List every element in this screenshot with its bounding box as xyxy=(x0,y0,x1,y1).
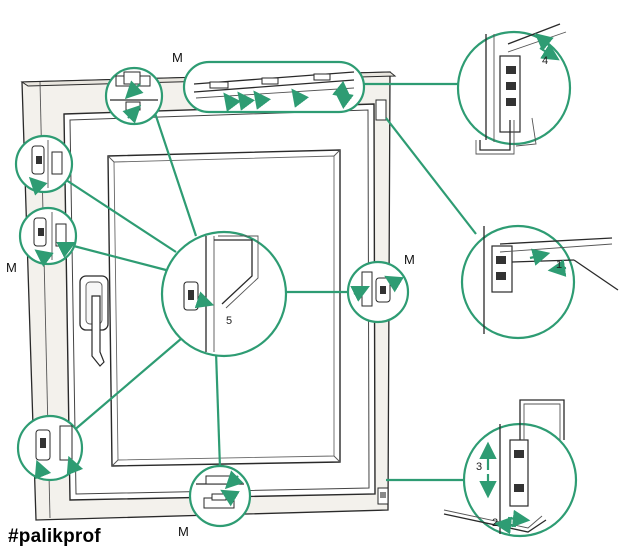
window-handle xyxy=(79,275,109,367)
bottom-hinge xyxy=(377,487,389,505)
connector-lines xyxy=(59,82,477,482)
left-upper-detail xyxy=(14,134,74,196)
label-m-right: M xyxy=(404,252,415,267)
top-hinge xyxy=(375,99,387,121)
detail-1-horizontal-adjust xyxy=(460,224,619,340)
bottom-roller-detail xyxy=(188,464,252,528)
detail-4-top-hinge-adjust xyxy=(456,23,572,155)
hashtag-caption: #palikprof xyxy=(8,526,101,547)
label-m-left: M xyxy=(6,260,17,275)
label-number-1: 1 xyxy=(556,259,562,271)
label-number-5: 5 xyxy=(226,315,232,327)
left-bottom-detail xyxy=(16,414,84,482)
top-lock-detail xyxy=(182,60,366,114)
label-number-2: 2 xyxy=(492,517,498,529)
right-keeper-detail xyxy=(346,260,410,324)
label-number-4: 4 xyxy=(542,55,548,67)
detail-2-3-bottom-hinge-adjust xyxy=(443,399,578,538)
top-left-roller-detail xyxy=(104,66,164,126)
center-locking-detail xyxy=(160,230,288,358)
label-m-top: M xyxy=(172,50,183,65)
label-m-bottom: M xyxy=(178,524,189,539)
label-number-3: 3 xyxy=(476,461,482,473)
left-middle-detail xyxy=(18,206,78,267)
